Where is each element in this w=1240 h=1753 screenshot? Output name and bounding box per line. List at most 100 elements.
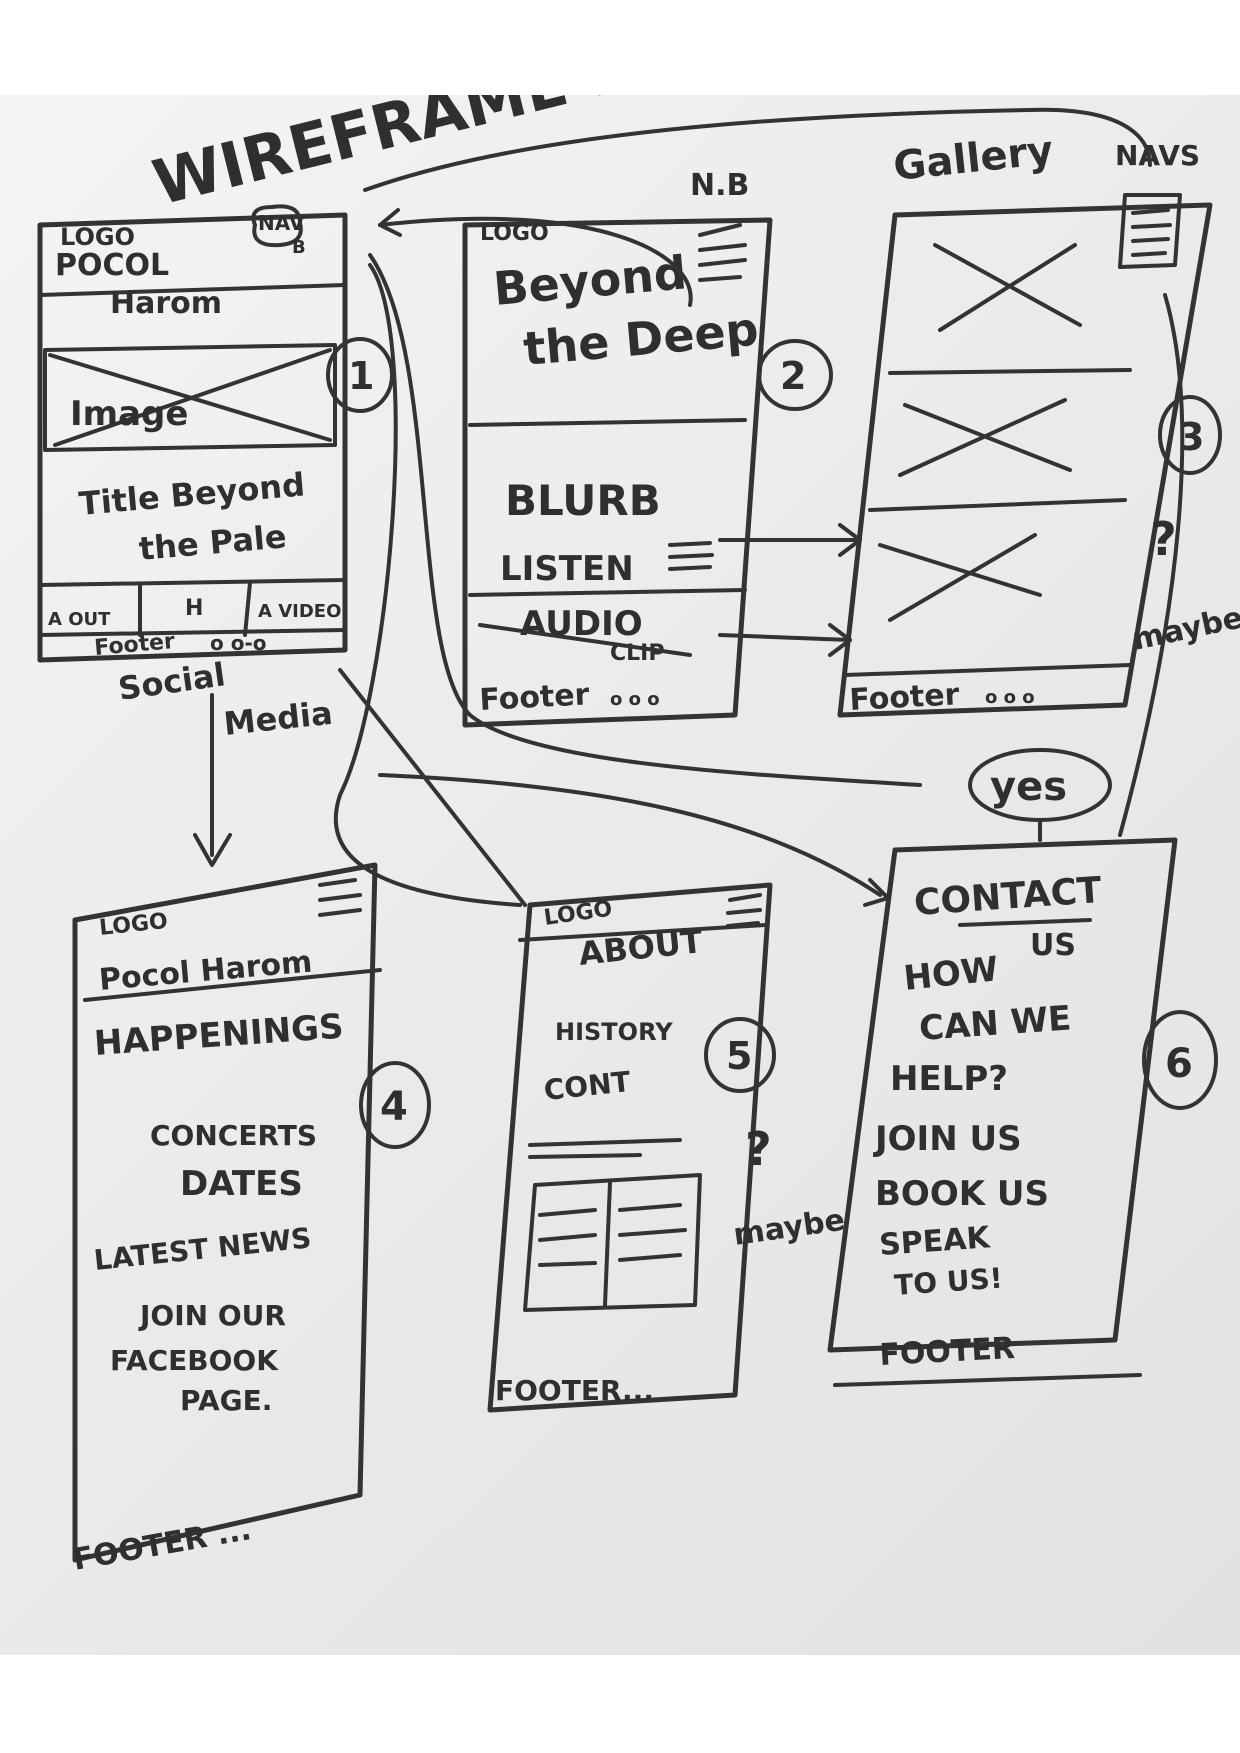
frame-1-outline — [37, 212, 348, 663]
frame-2-audio-line1: AUDIO — [520, 604, 643, 644]
frame-4-facebook-line2: FACEBOOK — [110, 1344, 279, 1377]
frame-5-header-divider — [518, 923, 767, 942]
frame-3-image-1-cross — [933, 243, 1082, 332]
frame-1-columns-top — [38, 578, 347, 587]
frame-1-image-cross — [48, 348, 332, 447]
frame-1-footer-dots: o o-o — [210, 631, 266, 655]
arrow-listen-to-gallery — [718, 523, 862, 557]
frame-4-number-circle — [359, 1061, 431, 1149]
frame-4-footer: FOOTER ... — [70, 1512, 254, 1578]
sketch-title: WIREFRAME 1 — [146, 95, 638, 220]
frame-1-header-divider — [38, 283, 347, 297]
frame-4-happenings: LOGO Pocol Harom HAPPENINGS CONCERTS DAT… — [70, 862, 431, 1578]
frame-5-number-circle — [704, 1017, 776, 1093]
frame-1-logo: LOGO — [60, 223, 135, 251]
frame-4-facebook-line3: PAGE. — [180, 1384, 272, 1417]
frame-6-help-line3: HELP? — [890, 1059, 1008, 1099]
frame-2-number-circle — [757, 339, 833, 411]
title-connector-line — [363, 107, 1152, 192]
frame-1-columns-bottom — [38, 628, 347, 637]
frame-2-logo: LOGO — [480, 221, 549, 246]
navs-label: NAVS — [1115, 139, 1200, 172]
connector-arrows — [193, 208, 1185, 907]
frame-2-footer: Footer — [479, 677, 591, 718]
frame-2-divider — [468, 418, 747, 427]
frame-4-menu-icon — [318, 878, 362, 917]
frame-3-footer-dots: o o o — [985, 687, 1035, 708]
frame-5-text-underline — [528, 1138, 682, 1159]
frame-6-footer-underline — [833, 1373, 1142, 1387]
frame-3-divider-2 — [868, 498, 1127, 512]
frame-6-contact: CONTACT US HOW CAN WE HELP? JOIN US BOOK… — [827, 837, 1218, 1387]
frame-1-column-dividers — [138, 581, 252, 637]
frame-2-heading-line2: the Deep — [521, 302, 760, 376]
frame-4-facebook-line1: JOIN OUR — [138, 1299, 286, 1332]
frame-5-about-label: ABOUT — [577, 922, 705, 973]
frame-3-footer: Footer — [849, 677, 961, 718]
frame-2-album: LOGO Beyond the Deep BLURB LISTEN AUDIO … — [462, 217, 833, 728]
frame-1-title-line1: Title Beyond — [77, 465, 306, 523]
frame-3-yes: yes — [990, 764, 1067, 810]
frame-2-blurb: BLURB — [505, 476, 661, 525]
arrow-frame1-to-frame5 — [333, 263, 522, 907]
frame-6-outline — [827, 837, 1178, 1353]
frame-6-contact-line1: CONTACT — [913, 870, 1104, 924]
frame-1-home: LOGO POCOL Harom NAV B Image Title Beyon… — [37, 204, 394, 743]
frame-1-brand-line1: POCOL — [55, 248, 169, 283]
frame-5-question: ? — [745, 1122, 772, 1176]
frame-3-question: ? — [1150, 512, 1177, 566]
frame-6-join: JOIN US — [873, 1119, 1022, 1159]
frame-6-help-line1: HOW — [902, 949, 1001, 999]
arrowhead-frame4 — [193, 833, 232, 867]
frame-4-header-divider — [83, 968, 382, 1002]
frame-6-book: BOOK US — [875, 1174, 1049, 1214]
frame-4-dates: DATES — [180, 1164, 303, 1204]
gallery-label: Gallery — [891, 127, 1055, 189]
frame-3-gallery: Footer o o o 3 ? maybe yes — [837, 193, 1240, 822]
arrow-frame1-to-about — [338, 668, 527, 907]
arrow-audio-to-gallery — [718, 623, 852, 657]
arrow-gallery-to-contact — [1118, 293, 1185, 837]
frame-5-cont: CONT — [542, 1065, 632, 1107]
frame-3-nav-box — [1118, 193, 1182, 269]
frame-3-footer-divider — [843, 663, 1132, 677]
frame-6-help-line2: CAN WE — [918, 998, 1073, 1049]
frame-1-nav: NAV — [258, 211, 305, 235]
frame-5-number: 5 — [726, 1034, 752, 1078]
frame-2-listen-divider — [468, 588, 747, 597]
frame-5-about: LOGO ABOUT HISTORY CONT FOOTER... 5 ? ma… — [487, 882, 847, 1413]
frame-4-number: 4 — [380, 1084, 408, 1130]
frame-4-news: LATEST NEWS — [92, 1221, 312, 1277]
frame-5-outline — [487, 882, 773, 1413]
frame-5-content-divider — [603, 1181, 612, 1307]
frame-5-content-lines — [538, 1203, 687, 1267]
frame-4-concerts: CONCERTS — [150, 1119, 317, 1152]
frame-6-speak-line2: TO US! — [893, 1262, 1003, 1302]
paper-sheet: WIREFRAME 1 N.B Gallery NAVS LOGO POCOL … — [0, 95, 1240, 1655]
frame-3-image-2-cross — [898, 398, 1072, 477]
frame-1-nav-bubble — [251, 204, 303, 248]
frame-4-happenings-label: HAPPENINGS — [93, 1007, 345, 1064]
frame-2-outline — [462, 217, 773, 728]
frame-6-contact-underline — [958, 918, 1092, 927]
frame-3-divider-1 — [888, 368, 1132, 375]
frame-2-audio-strike — [478, 623, 692, 657]
arrowhead-contact — [863, 878, 890, 907]
wireframe-sketch: WIREFRAME 1 N.B Gallery NAVS LOGO POCOL … — [37, 95, 1240, 1578]
frame-6-footer: FOOTER — [879, 1331, 1016, 1373]
arrow-frame1-to-frame3 — [368, 253, 922, 787]
frame-6-speak-line1: SPEAK — [878, 1220, 992, 1263]
frame-6-contact-line2: US — [1030, 928, 1076, 963]
frame-5-content-box — [523, 1173, 702, 1312]
frame-1-col-h: H — [185, 596, 203, 621]
frame-1-number: 1 — [348, 354, 374, 398]
arrow-frame2-to-frame1 — [378, 216, 693, 307]
frame-3-menu-icon — [1131, 208, 1172, 257]
frame-1-social-line2: Media — [222, 694, 334, 743]
frame-1-title-line2: the Pale — [137, 517, 288, 568]
frame-1-brand-line2: Harom — [110, 286, 222, 321]
frame-2-listen-icon — [668, 541, 714, 571]
nb-label: N.B — [690, 168, 749, 203]
frame-6-number-circle — [1142, 1010, 1218, 1110]
frame-5-history: HISTORY — [555, 1018, 673, 1046]
